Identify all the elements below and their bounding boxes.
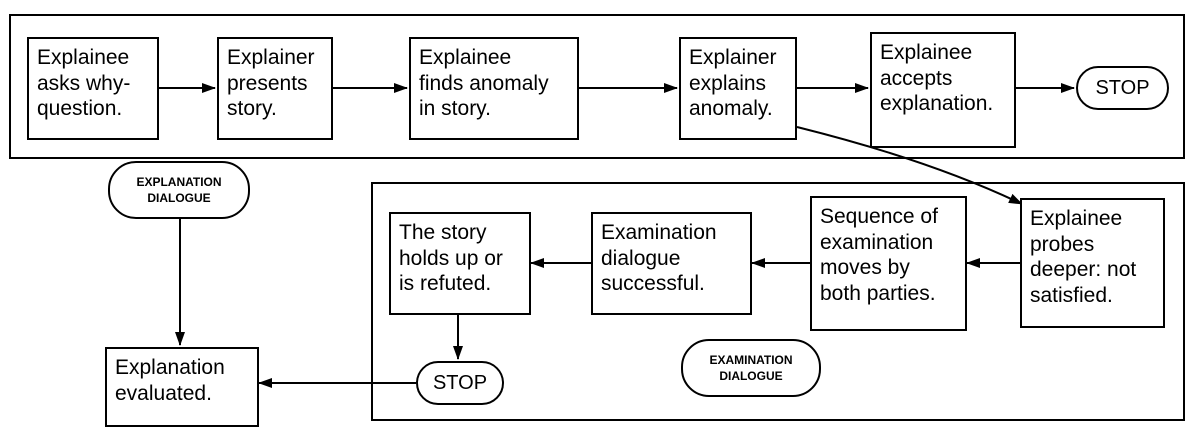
node-explainee-asks-text: Explainee asks why- question. [37,46,131,120]
examination-dialogue-frame [371,182,1185,421]
node-story-holds-text: The story holds up or is refuted. [399,221,503,295]
node-explainee-accepts: Explainee accepts explanation. [870,32,1016,148]
node-explainee-probes: Explainee probes deeper: not satisfied. [1020,198,1165,328]
node-explainer-explains: Explainer explains anomaly. [679,37,797,140]
node-story-holds: The story holds up or is refuted. [389,212,531,315]
label-explanation-dialogue: EXPLANATION DIALOGUE [108,161,250,219]
node-explanation-evaluated: Explanation evaluated. [105,347,259,427]
node-explainee-probes-text: Explainee probes deeper: not satisfied. [1030,207,1137,307]
node-explainee-finds-text: Explainee finds anomaly in story. [419,46,549,120]
node-stop-top-text: STOP [1095,76,1150,99]
node-stop-top: STOP [1076,66,1169,110]
node-exam-successful: Examination dialogue successful. [591,212,752,315]
edge-explains-to-probes [796,126,1023,205]
label-explanation-dialogue-text: EXPLANATION DIALOGUE [136,175,222,205]
node-sequence-moves: Sequence of examination moves by both pa… [810,196,967,331]
node-explainee-finds: Explainee finds anomaly in story. [409,37,579,140]
label-examination-dialogue: EXAMINATION DIALOGUE [681,339,821,397]
node-explainee-asks: Explainee asks why- question. [27,37,159,140]
label-examination-dialogue-text: EXAMINATION DIALOGUE [709,353,793,383]
node-explainer-presents-text: Explainer presents story. [227,46,315,120]
node-exam-successful-text: Examination dialogue successful. [601,221,717,295]
node-sequence-moves-text: Sequence of examination moves by both pa… [820,205,938,305]
node-explanation-evaluated-text: Explanation evaluated. [115,356,225,405]
node-explainer-explains-text: Explainer explains anomaly. [689,46,777,120]
node-explainer-presents: Explainer presents story. [217,37,333,140]
node-stop-bottom-text: STOP [432,371,488,394]
explanation-dialogue-frame [9,14,1185,159]
node-explainee-accepts-text: Explainee accepts explanation. [880,41,994,115]
node-stop-bottom: STOP [416,361,504,405]
